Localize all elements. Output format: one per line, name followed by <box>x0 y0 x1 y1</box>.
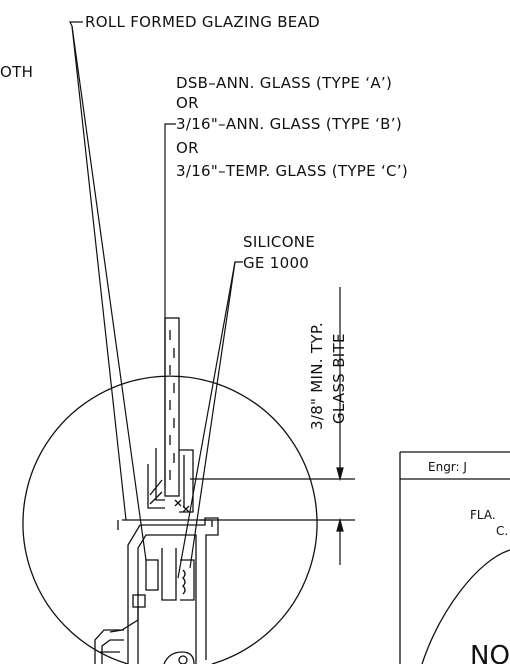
glass-bite-dimension-label: 3/8" MIN. TYP. <box>308 322 326 430</box>
stamp-line-1: FLA. <box>470 508 496 522</box>
or-label-1: OR <box>176 94 199 112</box>
glass-type-b-label: 3/16"–ANN. GLASS (TYPE ‘B’) <box>176 115 402 133</box>
silicone-brand-label: GE 1000 <box>243 254 309 272</box>
engineer-label: Engr: J <box>428 460 467 474</box>
glass-bite-dimension <box>190 287 355 565</box>
leader-lines <box>69 21 243 579</box>
glass-bite-label: GLASS BITE <box>330 333 348 424</box>
silicone-label: SILICONE <box>243 233 315 251</box>
cut-off-label: OTH <box>0 63 33 81</box>
stamp-line-2: C. <box>496 524 508 538</box>
detail-section <box>22 317 318 664</box>
or-label-2: OR <box>176 139 199 157</box>
glass-type-a-label: DSB–ANN. GLASS (TYPE ‘A’) <box>176 74 392 92</box>
title-block <box>399 451 510 664</box>
glass-type-c-label: 3/16"–TEMP. GLASS (TYPE ‘C’) <box>176 162 408 180</box>
glazing-bead-label: ROLL FORMED GLAZING BEAD <box>85 13 320 31</box>
stamp-big-text: NO <box>470 641 510 664</box>
